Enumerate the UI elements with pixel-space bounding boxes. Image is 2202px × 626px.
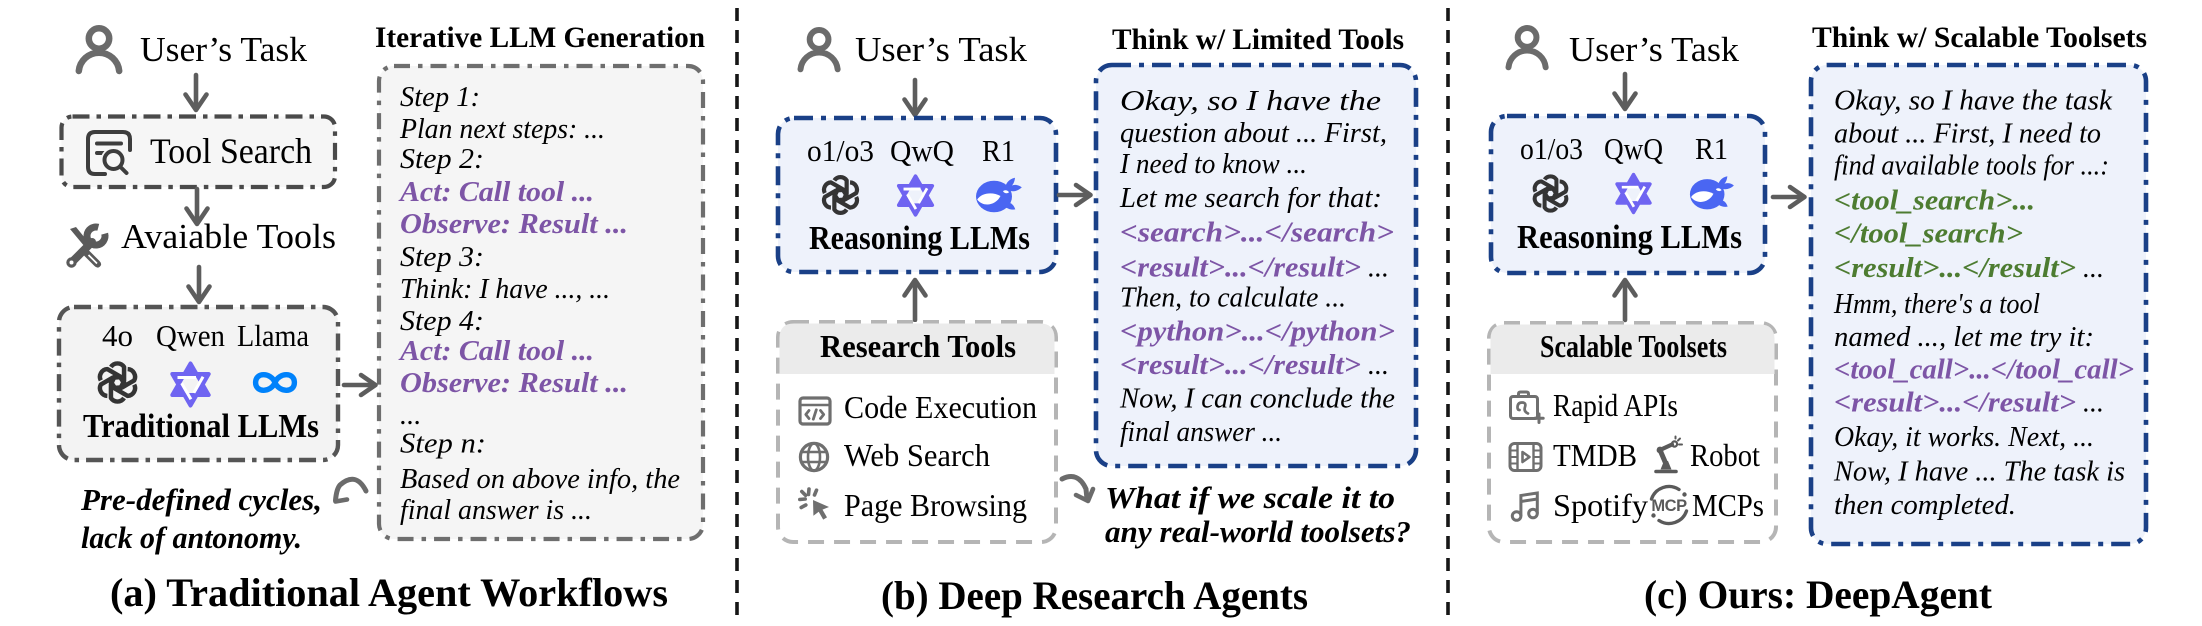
svg-text:Research Tools: Research Tools [820, 328, 1016, 364]
svg-text:What if we scale it to: What if we scale it to [1105, 480, 1395, 515]
svg-text:Act: Call tool ...: Act: Call tool ... [398, 336, 594, 367]
svg-text:...: ... [2083, 388, 2104, 419]
svg-text:Step 2:: Step 2: [400, 144, 484, 175]
svg-text:<tool_search>...: <tool_search>... [1834, 186, 2035, 217]
svg-text:4o: 4o [102, 318, 133, 353]
svg-text:Okay, it works. Next, ...: Okay, it works. Next, ... [1834, 422, 2094, 453]
svg-text:find available tools for ...:: find available tools for ...: [1834, 151, 2109, 182]
svg-text:(a) Traditional Agent Workflow: (a) Traditional Agent Workflows [110, 570, 668, 615]
svg-text:(c) Ours: DeepAgent: (c) Ours: DeepAgent [1644, 572, 1993, 617]
svg-text:<search>...</search>: <search>...</search> [1120, 218, 1394, 249]
svg-text:<result>...</result>: <result>...</result> [1834, 253, 2076, 284]
svg-text:Reasoning LLMs: Reasoning LLMs [809, 220, 1030, 257]
svg-text:Step n:: Step n: [400, 429, 486, 460]
svg-text:User’s Task: User’s Task [1569, 30, 1740, 69]
svg-text:named ..., let me try it:: named ..., let me try it: [1834, 322, 2094, 353]
svg-text:Traditional LLMs: Traditional LLMs [83, 408, 319, 445]
svg-text:o1/o3: o1/o3 [807, 133, 874, 168]
svg-text:Tool Search: Tool Search [150, 131, 312, 171]
svg-text:Based on above info, the: Based on above info, the [400, 464, 680, 495]
svg-text:Avaiable Tools: Avaiable Tools [121, 217, 336, 256]
svg-text:<tool_call>...</tool_call>: <tool_call>...</tool_call> [1834, 354, 2134, 385]
svg-text:Observe: Result ...: Observe: Result ... [400, 209, 628, 240]
svg-text:Reasoning LLMs: Reasoning LLMs [1517, 219, 1742, 256]
svg-text:R1: R1 [1695, 131, 1728, 166]
svg-text:Plan next steps: ...: Plan next steps: ... [399, 114, 605, 145]
svg-text:User’s Task: User’s Task [855, 30, 1028, 69]
svg-text:final answer is ...: final answer is ... [400, 495, 592, 526]
svg-text:Qwen: Qwen [156, 318, 225, 353]
svg-text:(b) Deep Research Agents: (b) Deep Research Agents [881, 573, 1308, 618]
svg-text:Rapid APIs: Rapid APIs [1553, 387, 1678, 423]
svg-text:Now, I can conclude the: Now, I can conclude the [1119, 384, 1395, 415]
svg-text:...: ... [400, 400, 421, 431]
svg-text:Think w/ Scalable Toolsets: Think w/ Scalable Toolsets [1812, 21, 2147, 54]
svg-text:any real-world toolsets?: any real-world toolsets? [1105, 514, 1411, 549]
svg-text:Scalable Toolsets: Scalable Toolsets [1540, 328, 1727, 364]
svg-text:R1: R1 [982, 133, 1015, 168]
svg-text:...: ... [2083, 253, 2104, 284]
svg-text:Llama: Llama [237, 318, 309, 353]
svg-text:about ... First, I need to: about ... First, I need to [1834, 118, 2101, 149]
svg-text:Act: Call tool ...: Act: Call tool ... [398, 177, 594, 208]
svg-text:question about ... First,: question about ... First, [1120, 118, 1387, 149]
svg-text:I need to know ...: I need to know ... [1119, 149, 1307, 180]
svg-text:Then, to calculate ...: Then, to calculate ... [1120, 283, 1346, 314]
svg-text:then completed.: then completed. [1834, 490, 2016, 521]
svg-text:Page Browsing: Page Browsing [844, 487, 1027, 523]
svg-text:Now, I have ... The task is: Now, I have ... The task is [1833, 457, 2125, 488]
svg-text:Robot: Robot [1690, 437, 1760, 473]
svg-text:Spotify: Spotify [1553, 487, 1648, 523]
svg-text:Step 1:: Step 1: [400, 82, 480, 113]
svg-text:User’s Task: User’s Task [140, 30, 307, 69]
svg-text:Pre-defined cycles,: Pre-defined cycles, [80, 482, 322, 517]
svg-text:</tool_search>: </tool_search> [1834, 218, 2023, 249]
svg-text:Think: I have ..., ...: Think: I have ..., ... [400, 274, 610, 305]
svg-text:Think w/ Limited Tools: Think w/ Limited Tools [1112, 23, 1404, 56]
svg-text:<result>...</result>: <result>...</result> [1834, 388, 2076, 419]
svg-text:Code Execution: Code Execution [844, 389, 1037, 425]
svg-text:TMDB: TMDB [1553, 437, 1637, 473]
svg-text:Okay, so I have the: Okay, so I have the [1120, 86, 1381, 117]
svg-text:QwQ: QwQ [1604, 131, 1663, 166]
svg-text:Step 3:: Step 3: [400, 242, 484, 273]
svg-text:Web Search: Web Search [844, 437, 990, 473]
svg-text:o1/o3: o1/o3 [1520, 131, 1583, 166]
svg-text:<result>...</result>: <result>...</result> [1120, 253, 1361, 284]
svg-text:QwQ: QwQ [890, 133, 954, 168]
svg-text:<python>...</python>: <python>...</python> [1120, 317, 1395, 348]
svg-text:...: ... [1368, 253, 1389, 284]
svg-text:<result>...</result>: <result>...</result> [1120, 350, 1361, 381]
svg-text:Okay, so I have the task: Okay, so I have the task [1834, 86, 2113, 117]
svg-text:Hmm, there's a tool: Hmm, there's a tool [1833, 289, 2040, 320]
svg-text:Step 4:: Step 4: [400, 306, 484, 337]
svg-text:final answer ...: final answer ... [1120, 417, 1282, 448]
svg-text:MCPs: MCPs [1692, 487, 1764, 523]
svg-text:...: ... [1368, 350, 1389, 381]
svg-text:Let me search for that:: Let me search for that: [1119, 183, 1382, 214]
svg-text:Iterative LLM Generation: Iterative LLM Generation [375, 21, 705, 54]
svg-text:lack of antonomy.: lack of antonomy. [81, 520, 302, 555]
svg-text:Observe: Result ...: Observe: Result ... [400, 368, 628, 399]
